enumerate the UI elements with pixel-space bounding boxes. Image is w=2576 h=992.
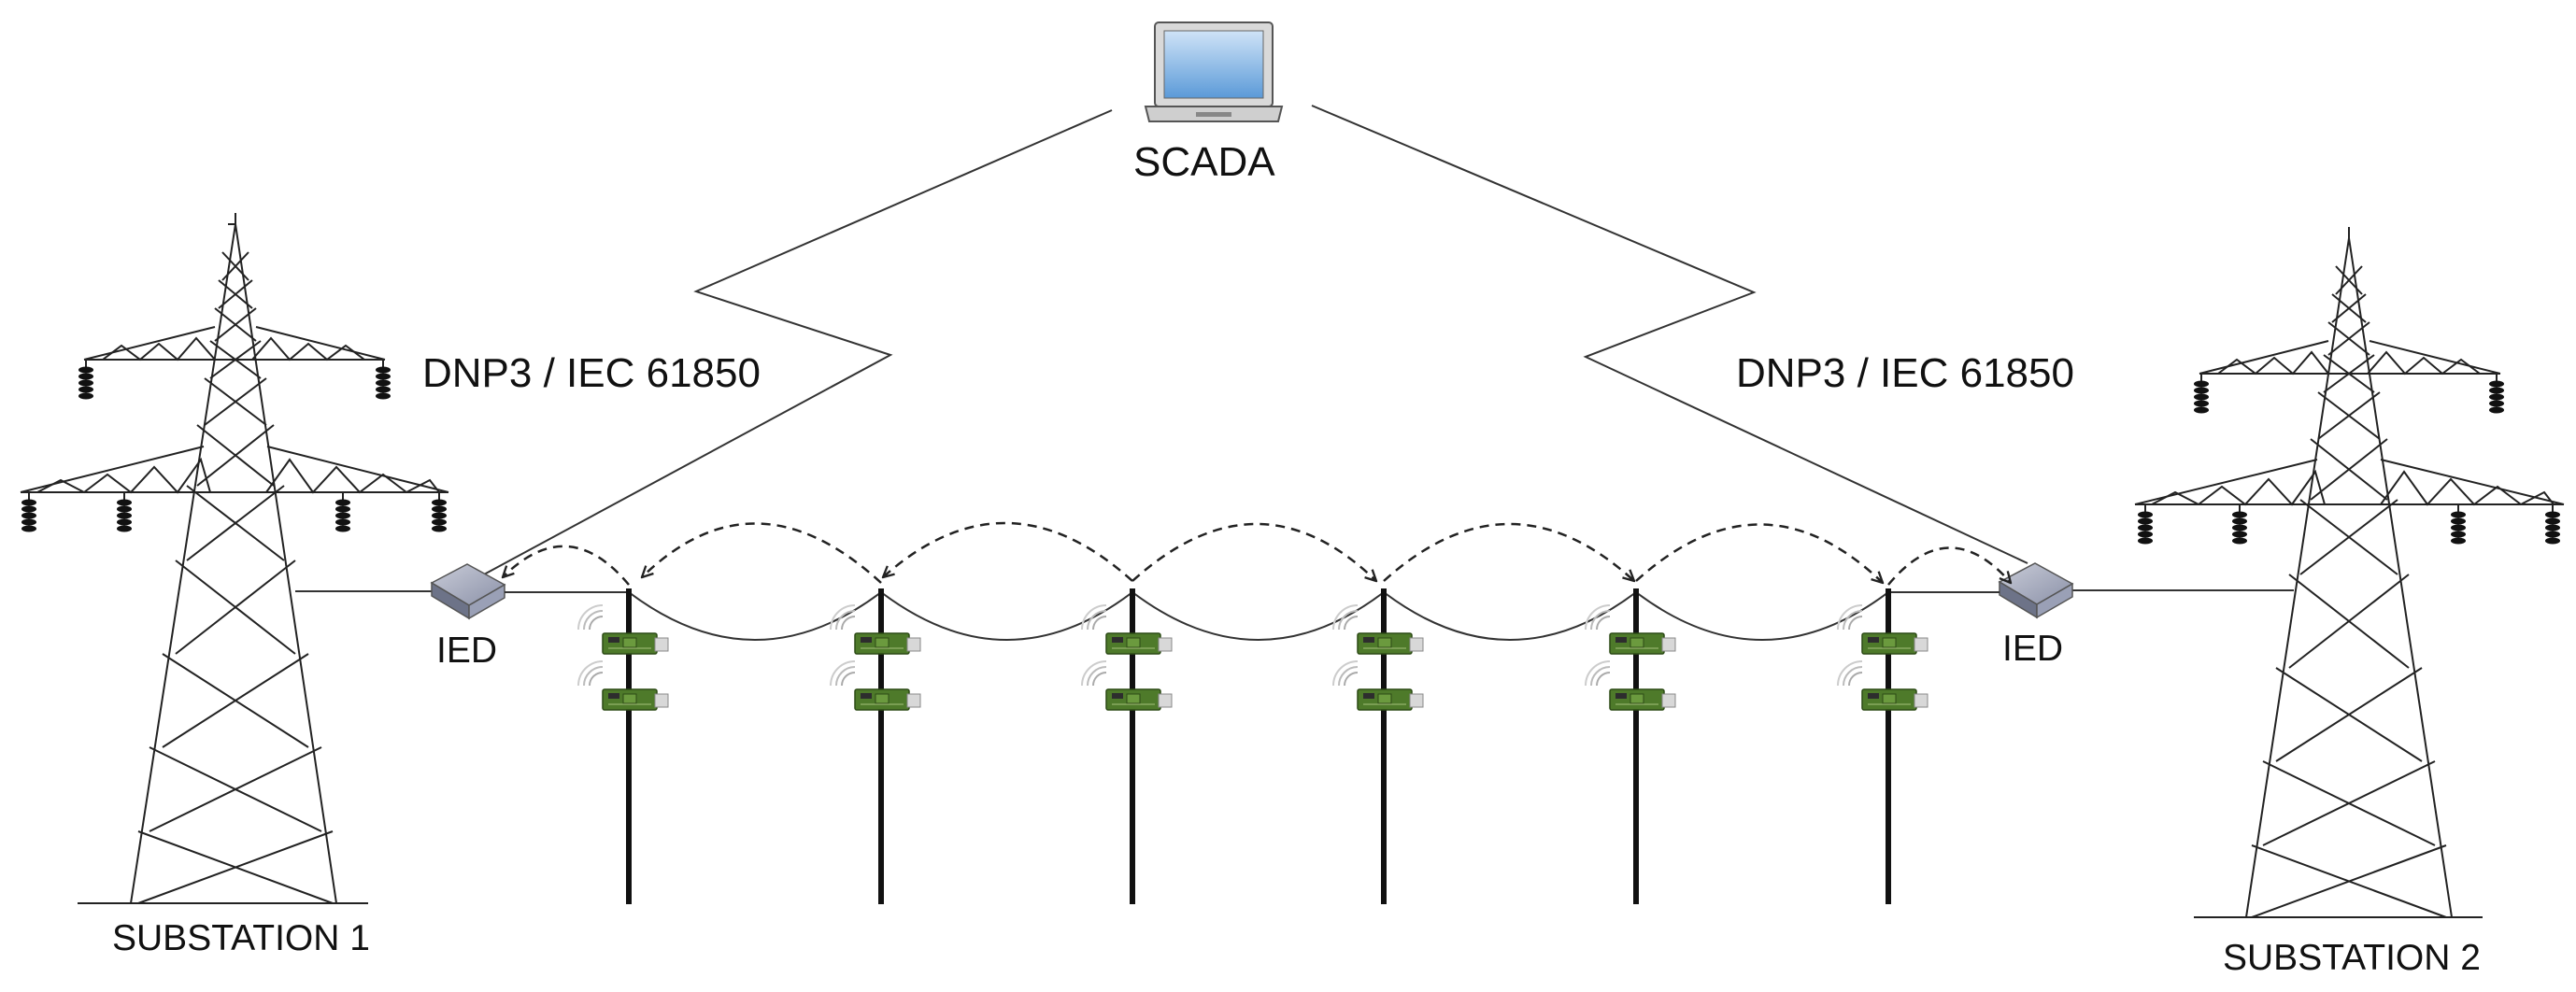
ied-label-right: IED — [2002, 629, 2064, 669]
wireless-sensor-icon — [577, 604, 1928, 711]
substation-1-label: SUBSTATION 1 — [112, 918, 370, 958]
protocol-label-left: DNP3 / IEC 61850 — [422, 350, 761, 396]
ied-label-left: IED — [436, 631, 498, 671]
wan-link-right — [1311, 105, 2028, 564]
transmission-tower-icon — [20, 213, 449, 904]
substation-2-label: SUBSTATION 2 — [2223, 938, 2481, 978]
laptop-icon — [1144, 21, 1284, 122]
wan-link-left — [471, 109, 1113, 582]
transmission-tower-icon — [2134, 227, 2565, 918]
ied-device-icon — [1998, 562, 2074, 619]
ied-device-icon — [430, 563, 506, 620]
scada-label: SCADA — [1133, 139, 1275, 185]
utility-poles — [626, 588, 1891, 904]
protocol-label-right: DNP3 / IEC 61850 — [1736, 350, 2074, 396]
wireless-hops — [503, 521, 2011, 586]
distribution-line — [505, 591, 2000, 641]
